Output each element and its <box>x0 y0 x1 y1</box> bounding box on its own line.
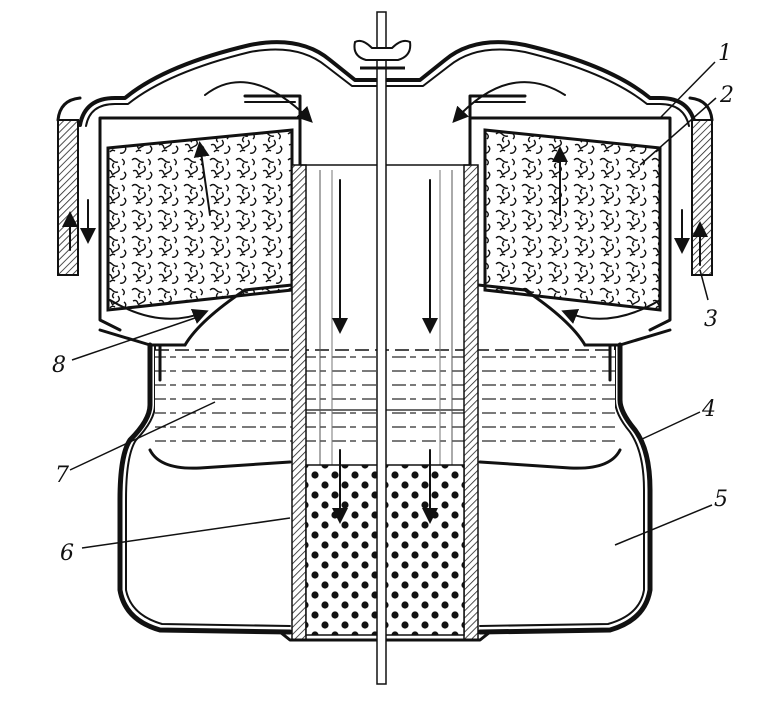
deflector-plates <box>98 283 672 382</box>
label-4: 4 <box>701 397 716 422</box>
housing-body <box>117 342 653 635</box>
label-3: 3 <box>704 307 718 332</box>
leader-lines <box>69 61 717 549</box>
label-1: 1 <box>718 41 732 66</box>
top-cover <box>56 40 714 276</box>
label-7: 7 <box>55 463 69 488</box>
central-tube <box>291 164 479 641</box>
filter-element-right <box>468 116 672 332</box>
label-6: 6 <box>60 541 74 566</box>
center-rod <box>353 11 412 685</box>
flow-arrows <box>62 81 708 524</box>
part-labels: 1 2 3 4 5 6 7 8 <box>52 41 734 566</box>
label-2: 2 <box>719 83 734 108</box>
label-5: 5 <box>714 487 728 512</box>
label-8: 8 <box>52 353 66 378</box>
